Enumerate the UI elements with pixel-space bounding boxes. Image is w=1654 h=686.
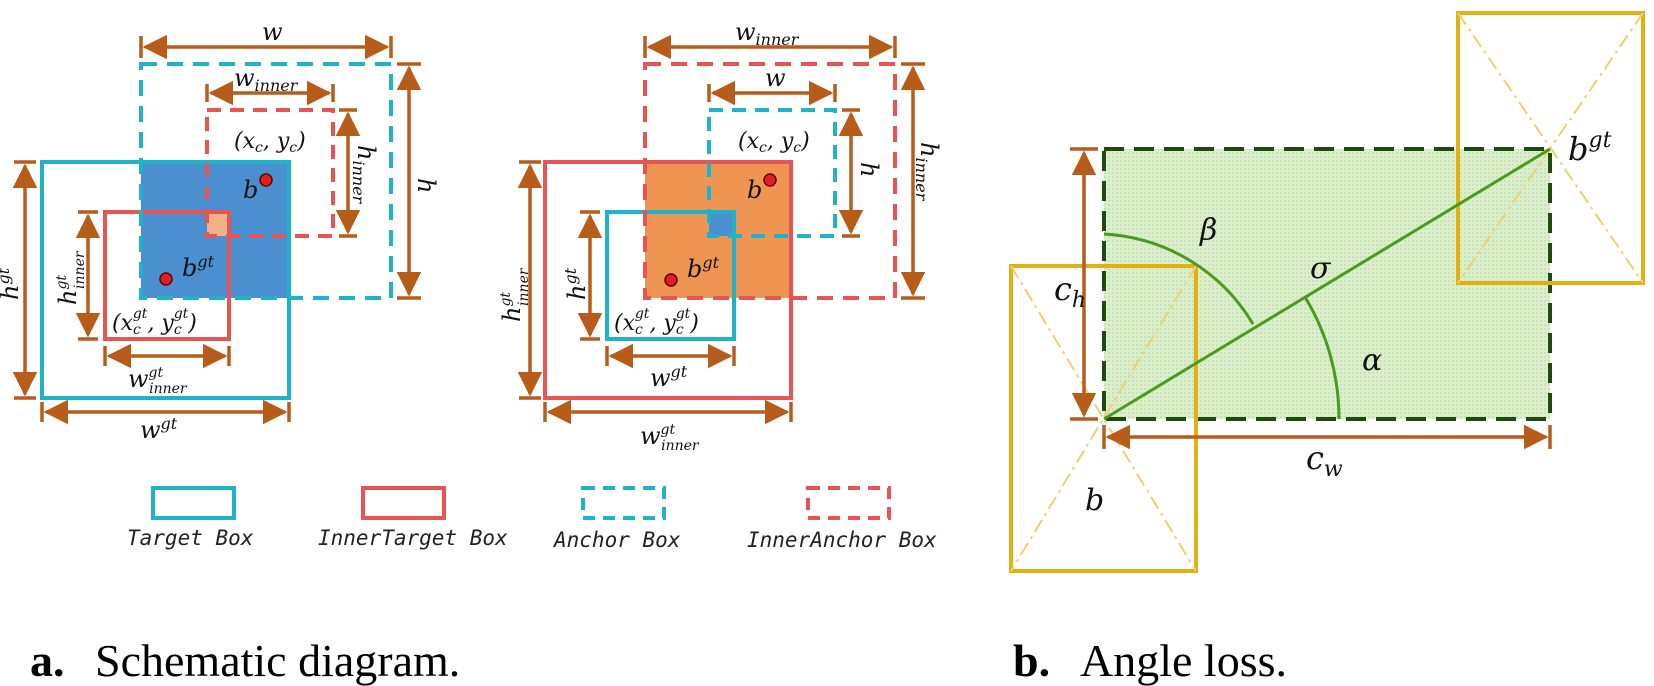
legend: Target Box InnerTarget Box Anchor Box In… (127, 486, 937, 552)
label-w-inner: winner (234, 64, 299, 95)
legend-swatch-target (151, 486, 236, 520)
target-center-point (664, 273, 678, 287)
target-box (40, 160, 291, 400)
label-anchor-center: (xc, yc) (234, 129, 306, 156)
caption-a-letter: a. (30, 635, 65, 686)
inner-anchor-box (205, 108, 335, 238)
legend-label-inner-anchor: InnerAnchor Box (747, 528, 937, 552)
anchor-center-point (259, 173, 273, 187)
label-c-w: cw (1306, 439, 1343, 482)
label-b-gt: bgt (1568, 128, 1612, 168)
center-connecting-line (1103, 147, 1551, 421)
legend-swatch-anchor (581, 486, 666, 520)
box-b (1009, 264, 1198, 573)
panel-a-left: w winner h hinner (xc, yc) b bgt (xcgt, … (0, 18, 440, 444)
label-beta: β (1199, 213, 1217, 248)
anchor-box (707, 108, 837, 238)
label-sigma: σ (1310, 251, 1332, 286)
target-center-point (159, 272, 173, 286)
panel-b: ch cw bgt b β σ α (1009, 11, 1645, 573)
inner-overlap-fill (207, 212, 229, 236)
legend-item-anchor-box: Anchor Box (552, 486, 681, 552)
label-b: b (243, 176, 258, 204)
legend-swatch-inner-anchor (806, 486, 891, 520)
legend-item-target-box: Target Box (127, 486, 254, 550)
label-h-gt: hgt (0, 267, 24, 300)
label-h-inner: hinner (912, 142, 943, 202)
label-target-center: (xcgt, ycgt) (112, 306, 197, 338)
label-b: b (747, 176, 762, 204)
inner-target-box (543, 160, 793, 400)
label-alpha: α (1362, 343, 1382, 378)
box-b-gt (1456, 11, 1645, 285)
legend-label-anchor: Anchor Box (552, 528, 681, 552)
legend-item-inner-anchor-box: InnerAnchor Box (747, 486, 937, 552)
panel-a-right: winner w hinner h (xc, yc) b bgt (xcgt, … (498, 18, 943, 454)
legend-label-target: Target Box (127, 526, 254, 550)
label-b: b (1085, 483, 1104, 518)
legend-swatch-inner-target (361, 486, 446, 520)
alpha-arc (1303, 296, 1341, 420)
label-h: h (412, 178, 440, 193)
label-h-inner: hinner (349, 145, 380, 205)
label-h-gt: hgt (561, 267, 591, 300)
label-w: w (262, 18, 283, 46)
target-box (605, 210, 736, 341)
inner-overlap-fill (709, 212, 735, 236)
legend-item-inner-target-box: InnerTarget Box (318, 486, 508, 550)
caption-a: a. Schematic diagram. (30, 635, 460, 686)
label-c-h: ch (1054, 270, 1086, 313)
label-b-gt: bgt (182, 252, 215, 282)
label-w-gt: wgt (650, 362, 688, 392)
label-w: w (765, 64, 786, 92)
anchor-center-point (763, 173, 777, 187)
caption-b-letter: b. (1013, 635, 1050, 686)
inner-target-box (103, 210, 231, 341)
caption-b: b. Angle loss. (1013, 635, 1287, 686)
legend-label-inner-target: InnerTarget Box (318, 526, 508, 550)
caption-a-text: Schematic diagram. (95, 635, 460, 686)
inner-anchor-box (643, 62, 897, 300)
anchor-box (139, 62, 393, 300)
label-b-gt: bgt (687, 253, 720, 283)
label-w-inner: winner (735, 18, 800, 49)
label-anchor-center: (xc, yc) (738, 129, 810, 156)
beta-arc (1103, 232, 1255, 325)
label-target-center: (xcgt, ycgt) (614, 306, 699, 338)
label-w-gt: wgt (140, 414, 178, 444)
caption-b-text: Angle loss. (1080, 635, 1287, 686)
label-h: h (855, 162, 883, 177)
